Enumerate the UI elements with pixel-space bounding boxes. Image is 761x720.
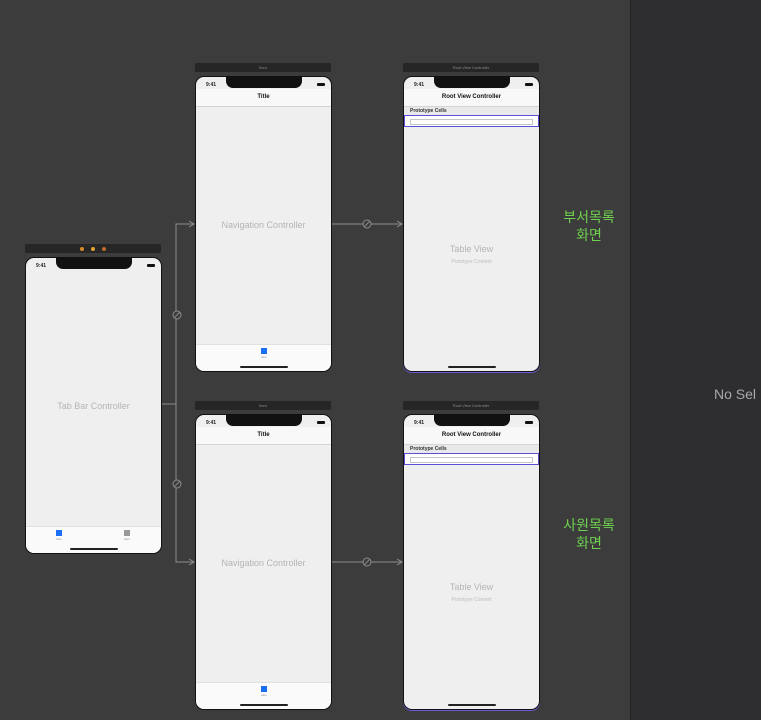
- status-time: 9:41: [414, 420, 425, 426]
- segue-arrow-nav2: [188, 558, 195, 566]
- prototype-cells-header: Prototype Cells: [404, 107, 539, 115]
- nav-controller-1-scene[interactable]: 9:41 Title Navigation Controller Item: [195, 76, 332, 372]
- tab-item-icon: [261, 348, 267, 354]
- nav-controller-1-scene-dock[interactable]: Item: [195, 63, 331, 72]
- status-time: 9:41: [36, 263, 47, 269]
- tab-bar-controller-scene[interactable]: 9:41 Tab Bar Controller Item Item: [25, 257, 162, 554]
- device-notch: [55, 258, 132, 269]
- navigation-bar[interactable]: Title: [196, 427, 331, 445]
- table-view-label: Table View: [449, 582, 494, 592]
- prototype-cells-header: Prototype Cells: [404, 445, 539, 453]
- annotation-line: 화면: [576, 535, 602, 551]
- battery-icon: [317, 83, 325, 86]
- tab-item-2-label: Item: [124, 537, 130, 541]
- table-view-label: Table View: [449, 244, 494, 254]
- navigation-controller-label: Navigation Controller: [221, 220, 306, 230]
- tab-bar[interactable]: Item Item: [26, 526, 161, 553]
- device-notch: [225, 77, 302, 88]
- first-responder-icon[interactable]: [79, 246, 84, 251]
- battery-icon: [525, 83, 533, 86]
- root-view-controller-1-scene[interactable]: 9:41 Root View Controller Prototype Cell…: [403, 76, 540, 372]
- prototype-cell[interactable]: [404, 115, 539, 127]
- tab-item[interactable]: Item: [258, 686, 270, 697]
- status-time: 9:41: [414, 82, 425, 88]
- navigation-bar[interactable]: Root View Controller: [404, 89, 539, 107]
- view-controller-icon[interactable]: [91, 246, 95, 251]
- tab-item-1[interactable]: Item: [53, 530, 65, 541]
- tab-item-1-icon: [56, 530, 62, 536]
- annotation-employee-list: 사원목록 화면: [558, 516, 620, 552]
- prototype-content-label: Prototype Content: [451, 597, 492, 603]
- device-notch: [433, 77, 510, 88]
- navigation-controller-label: Navigation Controller: [221, 558, 306, 568]
- device-notch: [225, 415, 302, 426]
- navigation-bar[interactable]: Title: [196, 89, 331, 107]
- home-indicator: [447, 366, 496, 368]
- tab-item-icon: [261, 686, 267, 692]
- battery-icon: [525, 421, 533, 424]
- cell-content-view: [410, 119, 533, 125]
- navigation-bar[interactable]: Root View Controller: [404, 427, 539, 445]
- annotation-line: 부서목록: [563, 209, 615, 225]
- tab-item-label: Item: [261, 693, 267, 697]
- root-view-controller-1-scene-dock[interactable]: Root View Controller: [403, 63, 539, 72]
- tab-item[interactable]: Item: [258, 348, 270, 359]
- battery-icon: [147, 264, 155, 267]
- tab-item-1-label: Item: [56, 537, 62, 541]
- prototype-content-label: Prototype Content: [451, 259, 492, 265]
- status-time: 9:41: [206, 82, 217, 88]
- exit-icon[interactable]: [102, 246, 107, 251]
- tab-bar-controller-label: Tab Bar Controller: [57, 401, 130, 411]
- nav-controller-2-scene[interactable]: 9:41 Title Navigation Controller Item: [195, 414, 332, 710]
- root-view-controller-2-scene-dock[interactable]: Root View Controller: [403, 401, 539, 410]
- tab-item-2-icon: [124, 530, 130, 536]
- prototype-cell[interactable]: [404, 453, 539, 465]
- storyboard-canvas[interactable]: 9:41 Tab Bar Controller Item Item Item 9…: [0, 0, 630, 720]
- no-selection-label: No Sel: [714, 386, 757, 402]
- segue-arrow-nav1: [188, 220, 195, 228]
- inspector-panel[interactable]: No Sel: [630, 0, 761, 720]
- root-view-controller-2-scene[interactable]: 9:41 Root View Controller Prototype Cell…: [403, 414, 540, 710]
- device-notch: [433, 415, 510, 426]
- nav-controller-2-scene-dock[interactable]: Item: [195, 401, 331, 410]
- tab-bar[interactable]: Item: [196, 344, 331, 371]
- tab-bar[interactable]: Item: [196, 682, 331, 709]
- annotation-line: 화면: [576, 227, 602, 243]
- tab-item-2[interactable]: Item: [121, 530, 133, 541]
- status-time: 9:41: [206, 420, 217, 426]
- cell-content-view: [410, 457, 533, 463]
- home-indicator: [69, 548, 118, 550]
- segue-connections: [160, 219, 403, 567]
- home-indicator: [239, 366, 288, 368]
- annotation-department-list: 부서목록 화면: [558, 208, 620, 244]
- home-indicator: [239, 704, 288, 706]
- home-indicator: [447, 704, 496, 706]
- tab-bar-controller-scene-dock[interactable]: [25, 244, 161, 253]
- tab-item-label: Item: [261, 355, 267, 359]
- battery-icon: [317, 421, 325, 424]
- annotation-line: 사원목록: [563, 517, 615, 533]
